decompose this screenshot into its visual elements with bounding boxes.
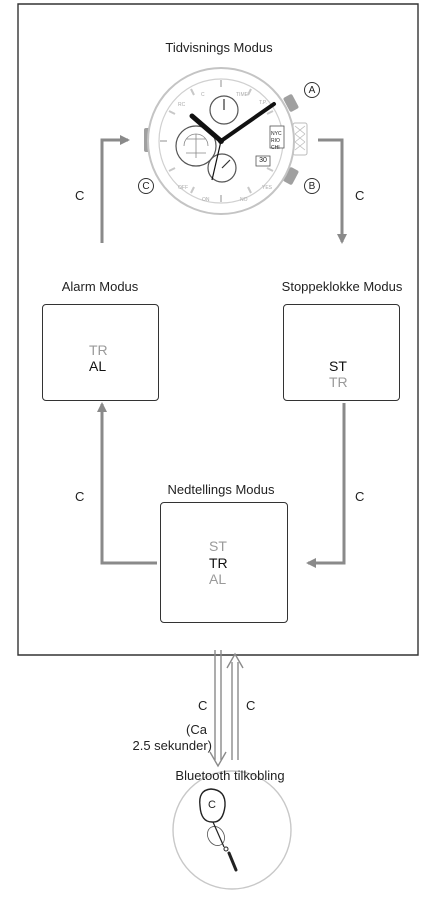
label-stopwatch-to-timer: C [355, 489, 365, 504]
bluetooth-button-label: C [208, 799, 216, 811]
dial-mark-top-1: RC [178, 102, 186, 108]
timer-card-line-3: AL [209, 571, 227, 587]
dial-mark-bottom-2: ON [202, 197, 210, 203]
arrow-from-bluetooth [226, 652, 244, 760]
stopwatch-mode-card [283, 304, 400, 401]
diagram-frame [17, 3, 419, 656]
dial-mark-right-2: RIO [271, 138, 280, 144]
label-from-bluetooth: C [246, 698, 256, 713]
alarm-card-line-2: AL [89, 358, 107, 374]
timer-card-line-1: ST [209, 538, 227, 554]
watch-button-c-label: C [142, 181, 150, 192]
stopwatch-card-line-2: TR [329, 374, 348, 390]
arrow-to-bluetooth [209, 650, 227, 768]
arrow-time-to-stopwatch [318, 138, 347, 244]
watch-crown [292, 122, 308, 156]
timer-mode-title: Nedtellings Modus [167, 482, 275, 497]
hold-duration-line-2: 2.5 sekunder) [132, 738, 213, 753]
alarm-mode-title: Alarm Modus [61, 279, 139, 294]
label-time-to-stopwatch: C [355, 188, 365, 203]
dial-mark-top-3: TIME [236, 92, 248, 98]
alarm-card-line-1: TR [89, 342, 108, 358]
arrow-alarm-to-time [100, 135, 130, 243]
stopwatch-card-line-1: ST [329, 358, 347, 374]
watch-button-b-label: B [308, 181, 316, 192]
watch-button-a-label: A [308, 85, 316, 96]
alarm-mode-card [42, 304, 159, 401]
label-timer-to-alarm: C [75, 489, 85, 504]
stopwatch-mode-title: Stoppeklokke Modus [281, 279, 403, 294]
bluetooth-title: Bluetooth tilkobling [175, 768, 285, 783]
dial-mark-top-4: T.P. [259, 100, 267, 106]
dial-mark-right-3: CHI [271, 145, 280, 151]
timer-mode-card [160, 502, 288, 623]
watch-button-b [283, 167, 299, 185]
watch-illustration [138, 67, 320, 215]
label-to-bluetooth: C [198, 698, 208, 713]
dial-mark-bottom-1: OFF [178, 185, 188, 191]
label-alarm-to-time: C [75, 188, 85, 203]
watch-date: 30 [259, 157, 267, 164]
watch-button-a [283, 94, 299, 112]
hold-duration-line-1: (Ca [186, 722, 207, 737]
timekeeping-mode-title: Tidvisnings Modus [165, 40, 273, 55]
dial-mark-bottom-3: NO [240, 197, 248, 203]
dial-mark-right-1: NYC [271, 131, 282, 137]
bluetooth-dial [172, 739, 292, 890]
dial-mark-top-2: C [201, 92, 205, 98]
timer-card-line-2: TR [209, 555, 228, 571]
arrow-stopwatch-to-timer [306, 403, 346, 568]
dial-mark-bottom-4: YES [262, 185, 273, 191]
arrow-timer-to-alarm [97, 402, 157, 565]
